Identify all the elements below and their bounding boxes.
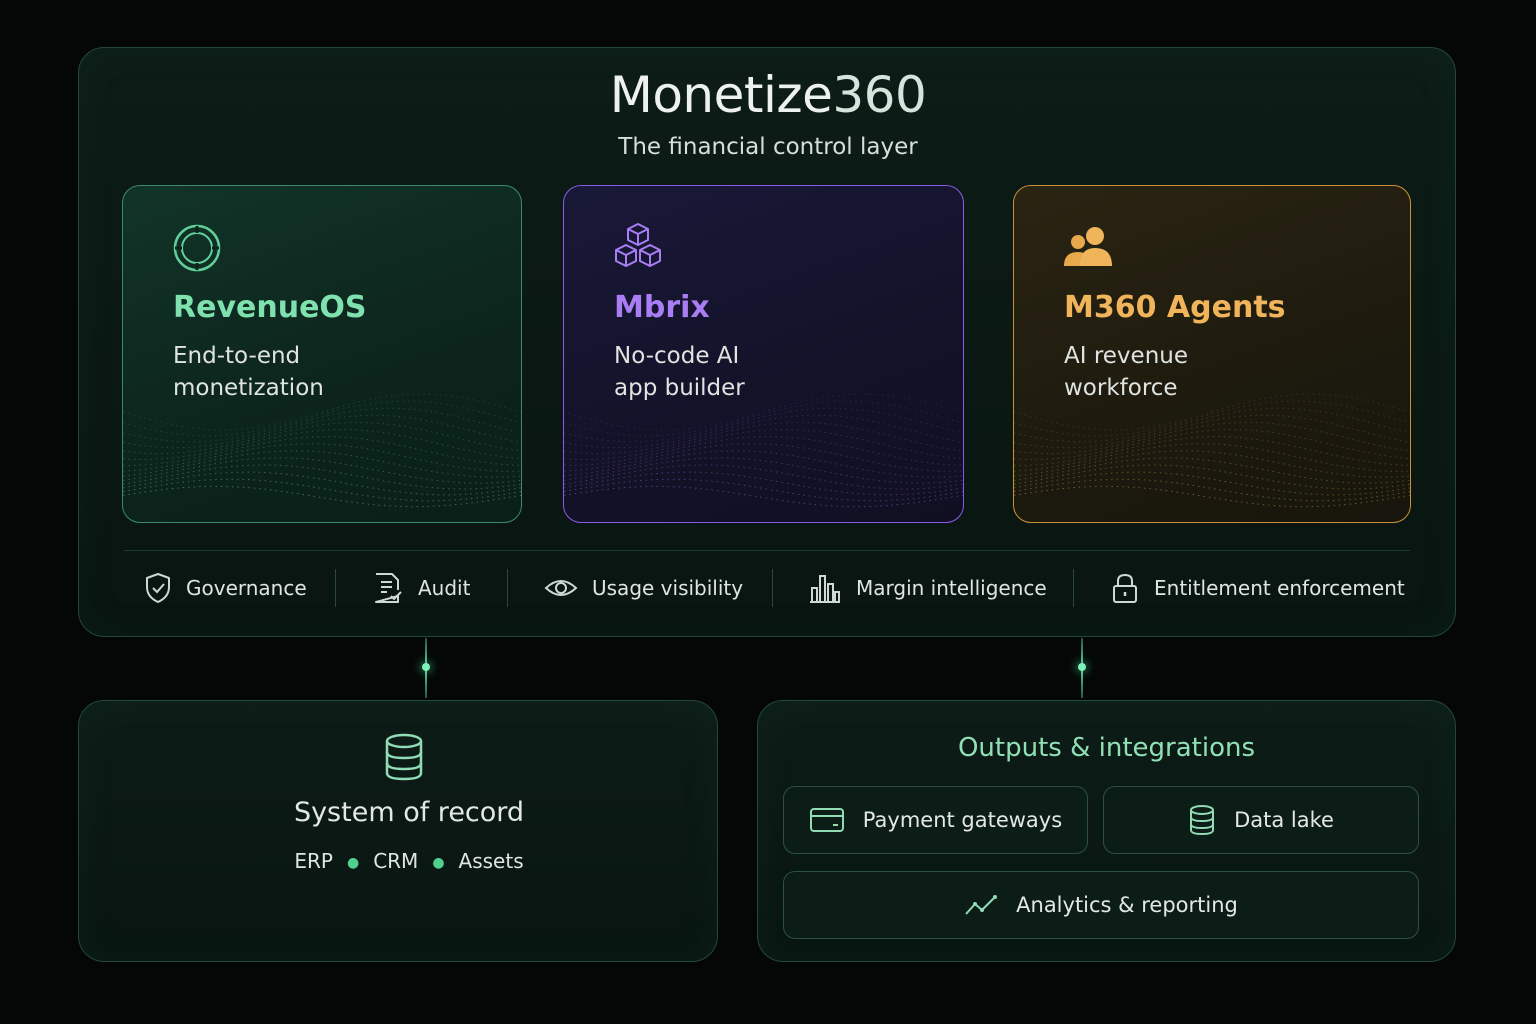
wave-line [564,478,963,502]
sor-item-erp: ERP [294,849,333,873]
feature-label: Usage visibility [592,576,744,600]
feature-entitlement-enforcement: Entitlement enforcement [1110,568,1405,608]
wave-decoration [123,393,521,508]
wave-decoration [564,393,963,508]
bar-chart-icon [810,575,840,603]
bullet-dot: ● [432,854,445,871]
connector-dot [1078,663,1086,671]
wave-line [564,414,963,449]
wave-line [1014,428,1410,461]
chip-data-lake[interactable]: Data lake [1103,786,1419,854]
title-360: 360 [832,66,927,124]
wave-line [564,485,963,508]
wave-line [1014,464,1410,490]
card-m360-agents[interactable]: M360 Agents AI revenue workforce [1013,185,1411,523]
system-of-record-title: System of record [293,797,525,828]
wave-line [1014,414,1410,449]
wave-line [123,443,521,472]
eye-icon [544,580,578,596]
bullet-dot: ● [346,854,360,871]
card-title: Mbrix [614,290,710,325]
feature-label: Margin intelligence [856,576,1047,600]
separator [507,569,508,607]
wave-line [123,428,521,461]
card-title: RevenueOS [173,290,367,325]
card-mbrix[interactable]: Mbrix No-code AI app builder [563,185,964,523]
card-description: End-to-end monetization [173,343,324,401]
wave-line [1014,457,1410,484]
system-of-record-panel: System of record ERP ● CRM ● Assets [78,700,718,962]
wave-line [1014,443,1410,472]
database-icon [1190,805,1215,836]
wave-line [1014,407,1410,443]
card-description: AI revenue workforce [1064,343,1188,401]
card-title: M360 Agents [1064,290,1286,325]
separator [772,569,773,607]
wave-line [1014,393,1410,431]
credit-card-icon [809,808,844,832]
wave-line [123,400,521,437]
wave-line [123,457,521,484]
wave-decoration [1014,393,1410,508]
wave-line [564,436,963,466]
chip-label: Payment gateways [862,808,1063,832]
wave-line [123,414,521,449]
wave-line [564,428,963,461]
title-monetize: Monetize [609,66,833,124]
shield-check-icon [146,573,170,603]
wave-line [564,400,963,437]
feature-margin-intelligence: Margin intelligence [808,568,1047,608]
wave-line [564,457,963,484]
wave-line [1014,436,1410,466]
users-icon [1064,227,1112,266]
wave-line [1014,421,1410,455]
chip-analytics-reporting[interactable]: Analytics & reporting [783,871,1419,939]
wave-line [123,485,521,508]
feature-audit: Audit [372,568,470,608]
wave-line [564,471,963,496]
chip-label: Data lake [1234,808,1334,832]
feature-label: Audit [418,576,471,600]
outputs-title: Outputs & integrations [957,733,1256,763]
card-revenueos[interactable]: RevenueOS End-to-end monetization [122,185,522,523]
separator [1073,569,1074,607]
wave-line [1014,478,1410,502]
sor-item-crm: CRM [373,849,419,873]
divider [124,550,1410,551]
sor-item-assets: Assets [458,849,524,873]
trend-line-icon [965,895,998,915]
wave-line [564,464,963,490]
page-subtitle: The financial control layer [618,134,918,160]
feature-label: Governance [186,576,307,600]
cubes-icon [615,223,661,267]
system-of-record-items: ERP ● CRM ● Assets [79,849,739,873]
wave-line [1014,400,1410,437]
chip-payment-gateways[interactable]: Payment gateways [783,786,1088,854]
document-check-icon [375,573,402,603]
wave-line [123,407,521,443]
wave-line [123,436,521,466]
wave-line [123,393,521,431]
feature-usage-visibility: Usage visibility [544,568,743,608]
wave-line [1014,471,1410,496]
wave-line [564,443,963,472]
feature-governance: Governance [144,568,307,608]
wave-line [123,421,521,455]
wave-line [123,478,521,502]
feature-label: Entitlement enforcement [1154,576,1405,600]
connector-dot [422,663,430,671]
wave-line [564,421,963,455]
wave-line [123,464,521,490]
wave-line [564,407,963,443]
wave-line [123,471,521,496]
wave-line [1014,485,1410,508]
card-description: No-code AI app builder [614,343,745,401]
database-icon [385,733,423,781]
circle-target-icon [173,224,221,272]
page-title: Monetize360 [0,66,1536,124]
chip-label: Analytics & reporting [1016,893,1238,917]
separator [335,569,336,607]
wave-line [564,393,963,431]
lock-icon [1113,573,1137,603]
